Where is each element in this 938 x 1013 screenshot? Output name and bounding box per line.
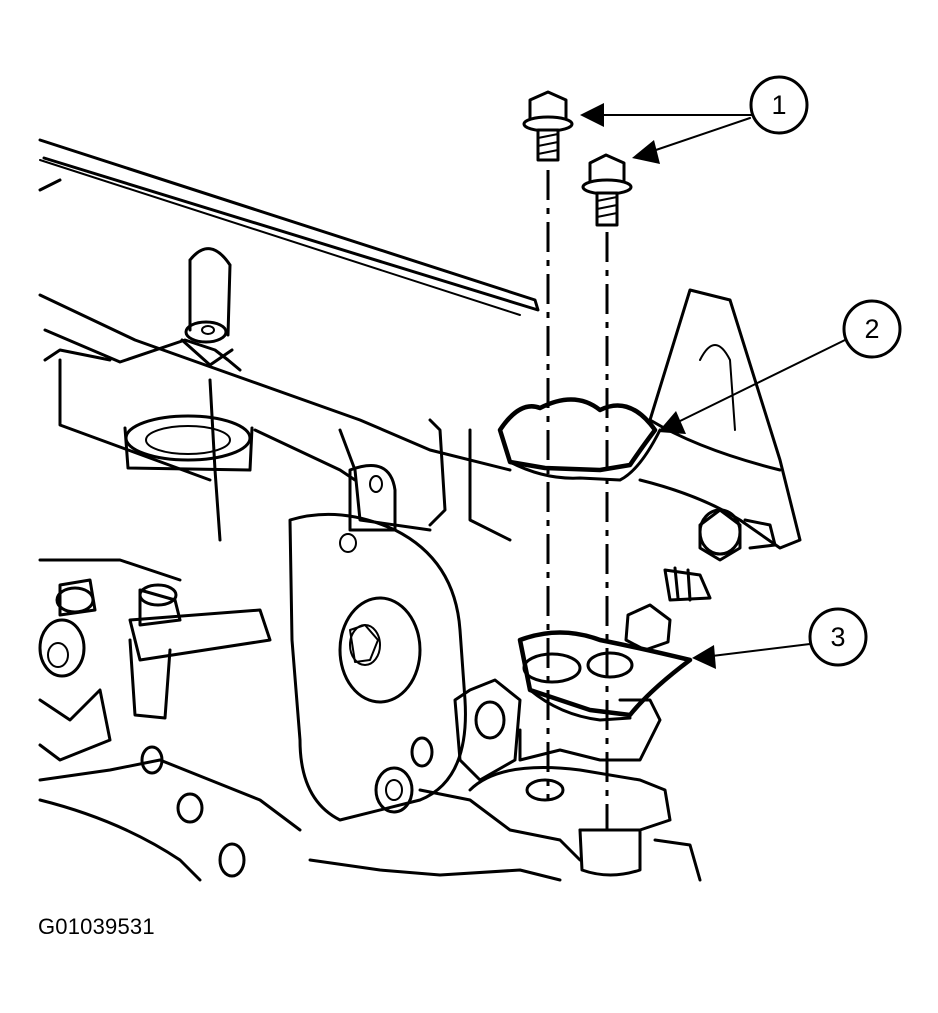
callout-3-label: 3 [830, 622, 845, 652]
callout-3: 3 [808, 607, 868, 667]
lower-gasket [517, 630, 693, 722]
figure-id: G01039531 [38, 914, 155, 939]
engine-block-lines [38, 138, 802, 882]
bolt-right [581, 153, 633, 227]
callout-2: 2 [842, 299, 902, 359]
callout-1-label: 1 [771, 90, 786, 120]
callout-1: 1 [749, 75, 809, 135]
bolt-axis-lines [546, 170, 609, 830]
bolt-left [522, 90, 574, 162]
callout-2-label: 2 [864, 314, 879, 344]
upper-insulator [497, 397, 662, 482]
leader-lines [580, 103, 846, 669]
